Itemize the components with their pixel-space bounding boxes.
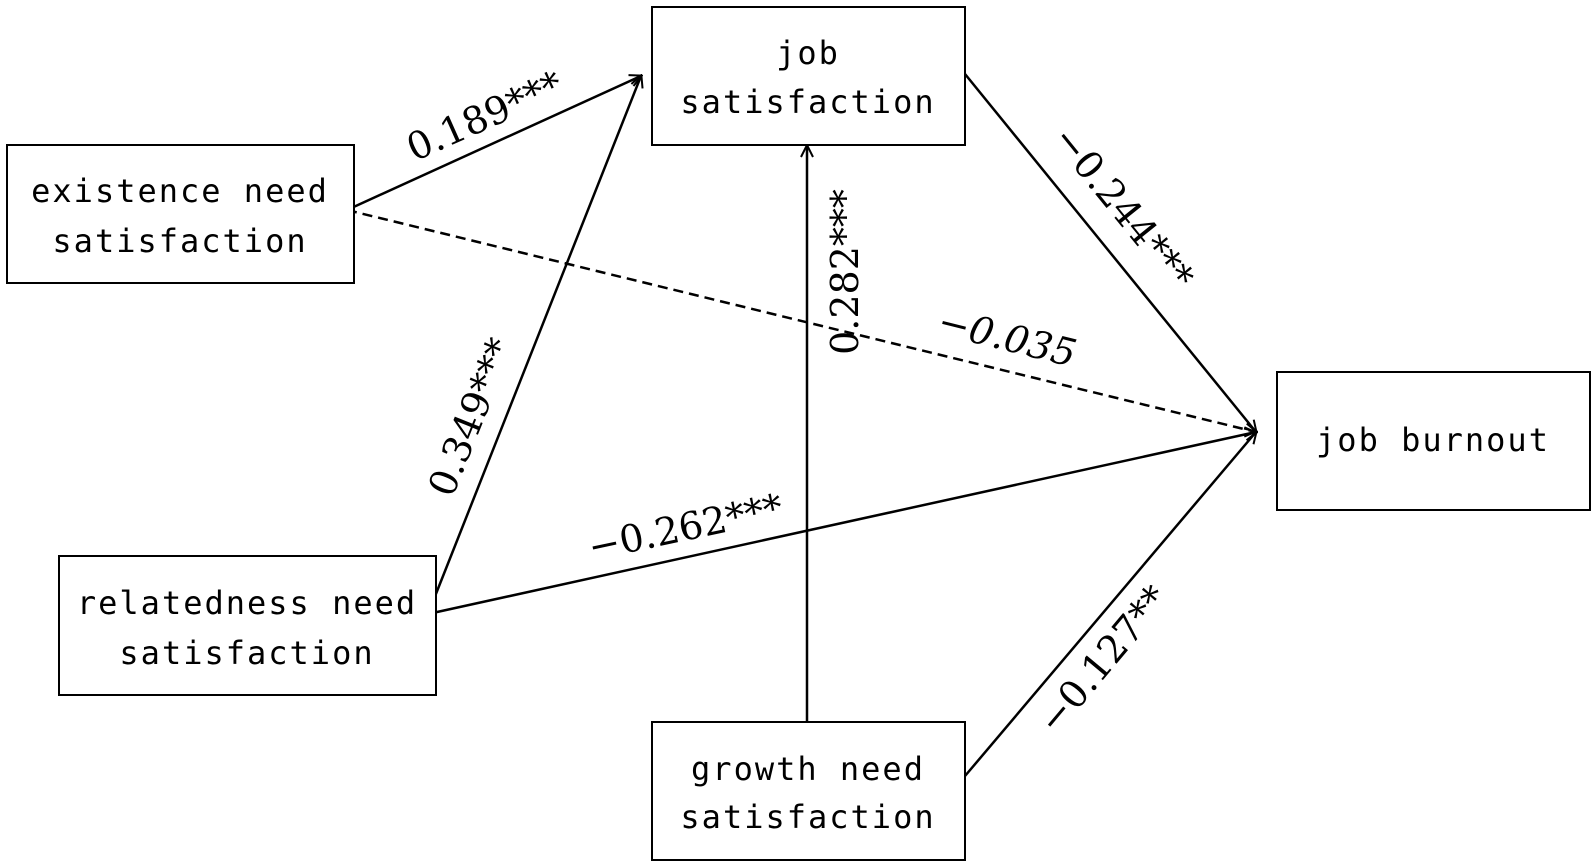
- coef-growth-to-job-satisfaction: 0.282***: [823, 189, 867, 355]
- path-job-satisfaction-to-job-burnout: [964, 73, 1256, 432]
- node-growth-line-1: growth need: [691, 750, 925, 788]
- node-relatedness-line-2: satisfaction: [119, 634, 374, 672]
- path-relatedness-to-job-satisfaction: [426, 76, 641, 615]
- coef-job-satisfaction-to-job-burnout: −0.244***: [1044, 117, 1203, 298]
- node-relatedness-line-1: relatedness need: [77, 584, 417, 622]
- coef-growth-to-job-burnout: −0.127**: [1029, 577, 1178, 742]
- path-existence-to-job-satisfaction: [346, 76, 641, 212]
- node-relatedness: relatedness need satisfaction: [58, 555, 437, 696]
- node-existence: existence need satisfaction: [6, 144, 355, 284]
- node-growth-line-2: satisfaction: [680, 798, 935, 836]
- node-job-satisfaction-line-1: job: [776, 34, 840, 72]
- node-job-burnout-line-1: job burnout: [1316, 421, 1550, 459]
- node-growth: growth need satisfaction: [651, 721, 966, 861]
- node-existence-line-1: existence need: [31, 172, 329, 210]
- node-job-satisfaction: job satisfaction: [651, 6, 966, 146]
- path-existence-to-job-burnout: [346, 208, 1256, 432]
- path-growth-to-job-burnout: [964, 432, 1256, 777]
- node-existence-line-2: satisfaction: [52, 222, 307, 260]
- path-relatedness-to-job-burnout: [427, 432, 1256, 616]
- coef-existence-to-job-burnout: −0.035: [934, 299, 1081, 376]
- coef-existence-to-job-satisfaction: 0.189***: [400, 62, 569, 170]
- node-job-satisfaction-line-2: satisfaction: [680, 83, 935, 121]
- node-job-burnout: job burnout: [1276, 371, 1591, 511]
